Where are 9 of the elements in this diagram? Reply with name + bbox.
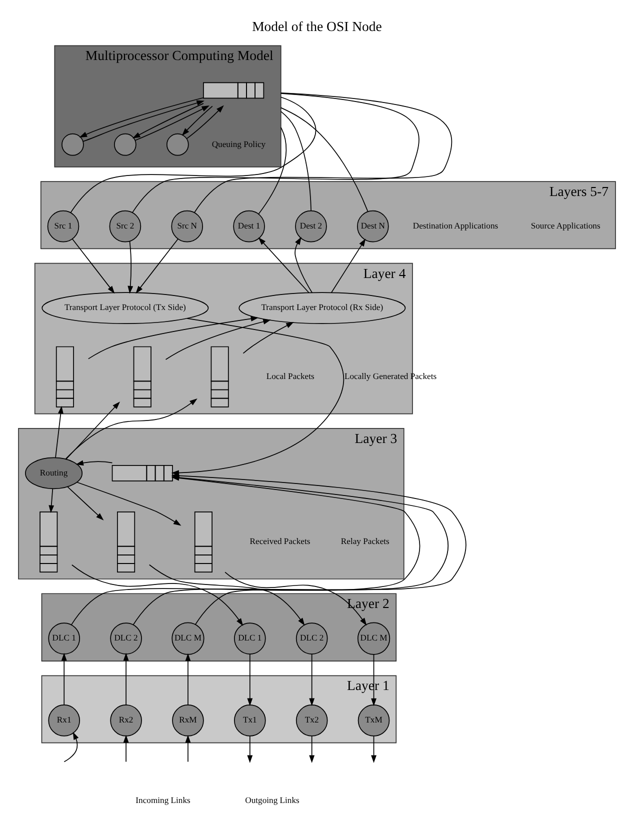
label: Outgoing Links	[245, 794, 300, 805]
label: Received Packets	[250, 536, 310, 546]
label: Queuing Policy	[212, 138, 266, 148]
label: Relay Packets	[340, 536, 390, 546]
diagram-title: Model of the OSI Node	[252, 18, 382, 34]
label: Local Packets	[266, 370, 314, 381]
label: Incoming Links	[136, 794, 190, 805]
label: Source Applications	[530, 220, 600, 230]
label: Destination Applications	[412, 220, 498, 230]
